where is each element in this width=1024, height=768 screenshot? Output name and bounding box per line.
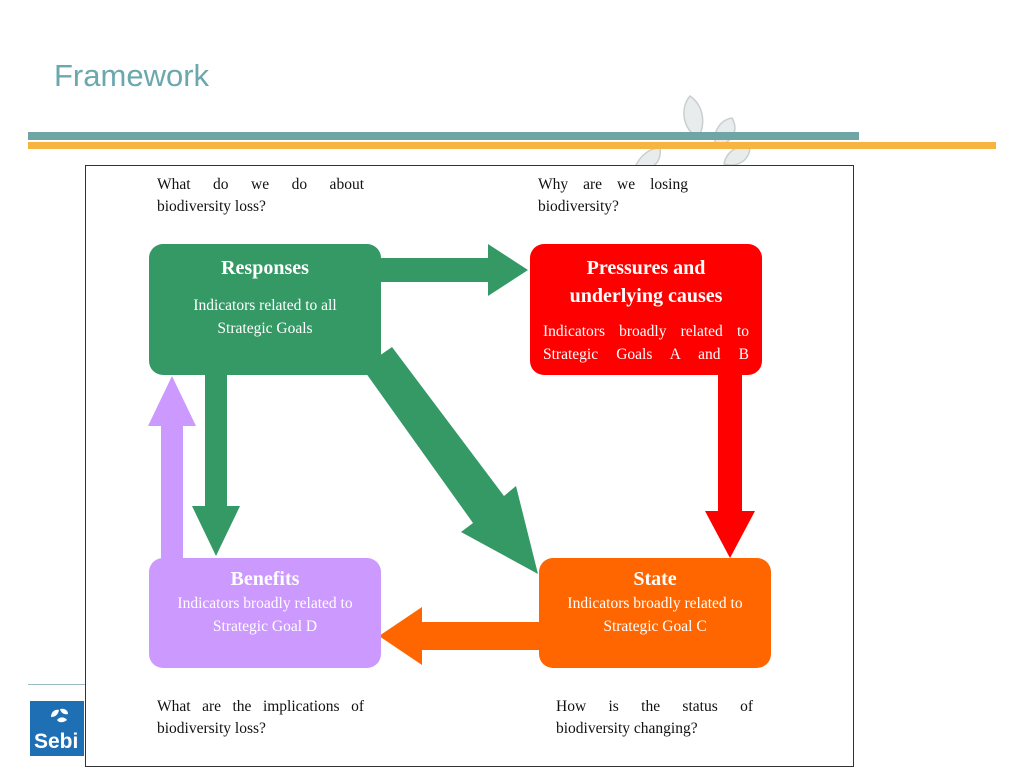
benefits-box: Benefits Indicators broadly related to S…: [149, 558, 381, 668]
responses-title: Responses: [221, 257, 309, 279]
question-top-right: Why are we losing biodiversity?: [538, 176, 688, 215]
question-bottom-right: How is the status of biodiversity changi…: [556, 698, 753, 737]
responses-box: Responses Indicators related to all Stra…: [149, 244, 381, 375]
state-box: State Indicators broadly related to Stra…: [539, 558, 771, 668]
question-top-left: What do we do about biodiversity loss?: [157, 176, 364, 215]
pressures-desc: Indicators broadly related to Strategic …: [543, 323, 749, 363]
arrow-benefits-to-responses: [148, 376, 196, 558]
question-bottom-left: What are the implications of biodiversit…: [157, 698, 364, 737]
state-desc: Indicators broadly related to Strategic …: [567, 595, 743, 635]
pressures-title: Pressures and underlying causes: [569, 257, 723, 307]
header-orange-bar: [28, 142, 996, 149]
logo-leaf-icon: [51, 708, 68, 723]
arrow-responses-to-state: [363, 347, 538, 574]
arrow-responses-to-pressures: [376, 244, 528, 296]
logo-text: Sebi: [34, 730, 79, 753]
header-teal-bar: [28, 132, 859, 140]
arrows-layer: [148, 244, 755, 665]
arrow-responses-to-benefits: [192, 371, 240, 556]
slide-title: Framework: [54, 58, 210, 93]
framework-diagram: What do we do about biodiversity loss? W…: [85, 165, 854, 767]
sebi-logo: Sebi: [30, 701, 84, 756]
state-title: State: [633, 568, 677, 590]
benefits-desc: Indicators broadly related to Strategic …: [177, 595, 353, 635]
benefits-title: Benefits: [230, 568, 300, 590]
arrow-pressures-to-state: [705, 371, 755, 558]
responses-desc: Indicators related to all Strategic Goal…: [193, 297, 337, 337]
pressures-box: Pressures and underlying causes Indicato…: [530, 244, 762, 375]
footer-rule: [28, 684, 88, 685]
arrow-state-to-benefits: [379, 607, 542, 665]
